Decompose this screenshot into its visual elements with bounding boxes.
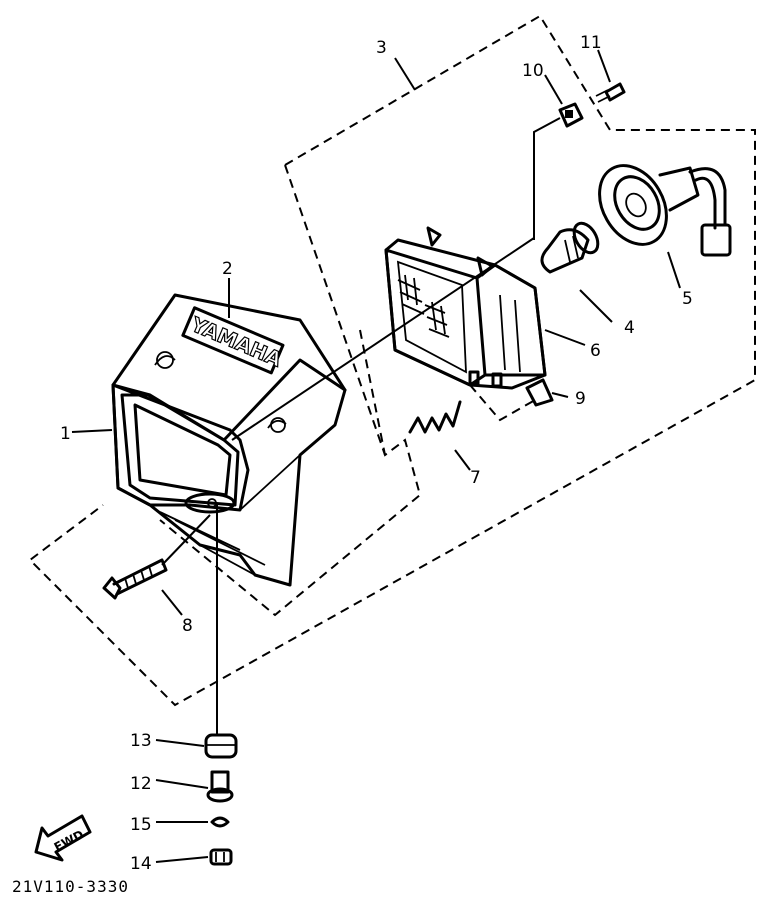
callout-2: 2	[222, 259, 233, 279]
axis-line-main	[231, 237, 535, 441]
callout-10: 10	[522, 61, 544, 81]
callout-3: 3	[376, 38, 387, 58]
bulb-socket	[598, 164, 732, 257]
mounting-bolt	[102, 558, 168, 600]
damper	[204, 733, 238, 759]
callout-14: 14	[130, 854, 152, 874]
drawing-code: 21V110-3330	[12, 877, 129, 896]
callout-4: 4	[624, 318, 635, 338]
callout-9: 9	[575, 389, 586, 409]
forward-direction-arrow: FWD	[34, 814, 92, 862]
lens-bracket-dashed	[359, 329, 536, 456]
adjusting-spring	[408, 400, 462, 434]
axis-line-bolt	[161, 514, 211, 566]
callout-13: 13	[130, 731, 152, 751]
adjusting-nut	[558, 102, 584, 128]
bulb	[540, 221, 600, 274]
washer	[210, 816, 230, 828]
callout-15: 15	[130, 815, 152, 835]
adjusting-screw	[595, 82, 626, 103]
headlight-housing	[111, 293, 347, 587]
inner-dashed-boundary	[159, 164, 422, 617]
headlight-unit	[384, 226, 547, 390]
nut-clip	[525, 378, 554, 407]
callout-leaders	[71, 49, 681, 863]
yamaha-emblem: YAMAHA	[181, 306, 286, 375]
callout-12: 12	[130, 774, 152, 794]
hex-bolt	[209, 848, 233, 866]
collar	[206, 770, 234, 803]
callout-1: 1	[60, 424, 71, 444]
callout-5: 5	[682, 289, 693, 309]
callout-7: 7	[470, 468, 481, 488]
assembly-dashed-boundary	[28, 14, 756, 707]
callout-11: 11	[580, 33, 602, 53]
axis-line-nut	[533, 117, 561, 240]
callout-6: 6	[590, 341, 601, 361]
callout-8: 8	[182, 616, 193, 636]
